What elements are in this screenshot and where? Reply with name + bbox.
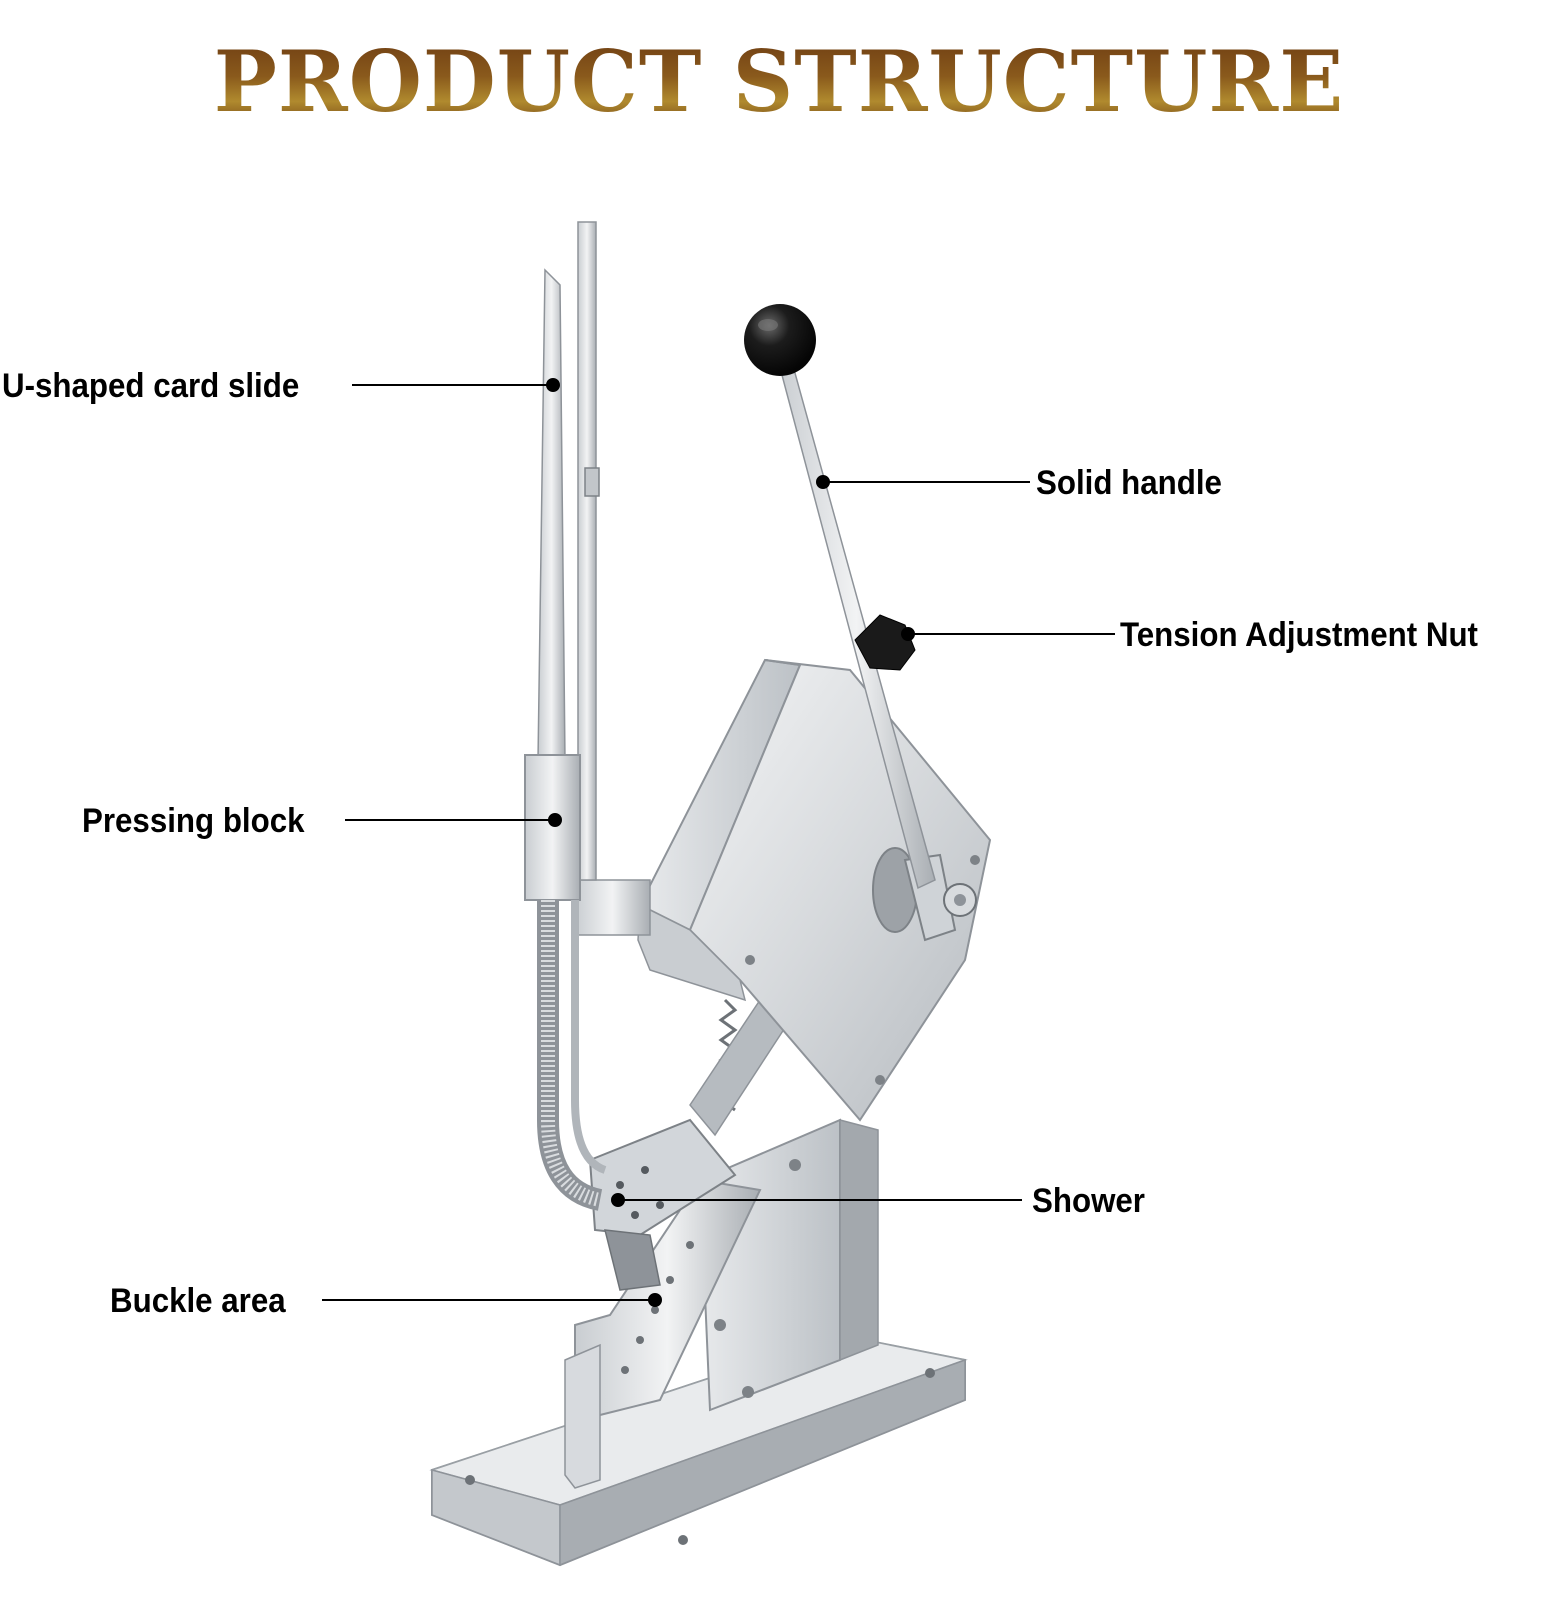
label-tension-adjustment-nut: Tension Adjustment Nut bbox=[1120, 616, 1478, 654]
leader-lines bbox=[322, 378, 1115, 1307]
leader-dot-buckle-area bbox=[648, 1293, 662, 1307]
label-u-shaped-card-slide: U-shaped card slide bbox=[2, 367, 300, 405]
connecting-bar bbox=[574, 879, 651, 936]
clip-rail bbox=[537, 900, 607, 1211]
label-buckle-area: Buckle area bbox=[110, 1282, 286, 1320]
base-plate bbox=[429, 1333, 968, 1567]
leader-dot-tension-nut bbox=[901, 627, 915, 641]
gear-box bbox=[637, 658, 992, 1122]
leader-dot-pressing-block bbox=[548, 813, 562, 827]
buckle-plate bbox=[564, 1178, 762, 1489]
pressing-block bbox=[524, 754, 581, 901]
tension-nut bbox=[854, 614, 916, 671]
leader-dot-handle bbox=[816, 475, 830, 489]
page-title: PRODUCT STRUCTURE bbox=[0, 40, 1558, 124]
page-title-text: PRODUCT STRUCTURE bbox=[213, 32, 1345, 131]
label-solid-handle: Solid handle bbox=[1036, 464, 1222, 502]
label-shower: Shower bbox=[1032, 1182, 1145, 1220]
leader-dot-shower bbox=[611, 1193, 625, 1207]
leader-dot-card-slide bbox=[546, 378, 560, 392]
shower-mechanism bbox=[588, 1118, 737, 1291]
handle-knob bbox=[744, 304, 816, 376]
label-pressing-block: Pressing block bbox=[82, 802, 305, 840]
u-shaped-card-slide bbox=[537, 221, 600, 881]
